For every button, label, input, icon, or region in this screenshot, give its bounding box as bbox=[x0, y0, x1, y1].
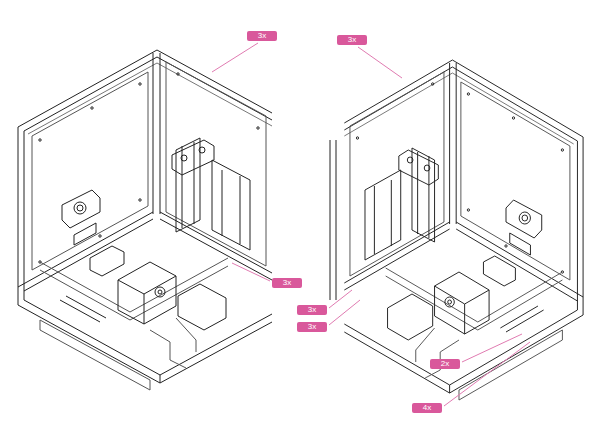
right-view bbox=[344, 60, 583, 400]
callout-tag: 3x bbox=[272, 278, 302, 288]
callout-tag: 3x bbox=[297, 305, 327, 315]
callout-tag: 4x bbox=[412, 403, 442, 413]
callout-number: 3x bbox=[308, 305, 316, 314]
callout-number: 3x bbox=[308, 322, 316, 331]
callout-tag: 3x bbox=[337, 35, 367, 45]
callout-tag: 3x bbox=[297, 322, 327, 332]
leader-lines bbox=[212, 43, 530, 406]
callout-number: 2x bbox=[441, 359, 449, 368]
left-view bbox=[18, 50, 272, 390]
callout-number: 4x bbox=[423, 403, 431, 412]
callout-tag: 3x bbox=[247, 31, 277, 41]
callout-number: 3x bbox=[283, 278, 291, 287]
callout-number: 3x bbox=[348, 35, 356, 44]
callout-tag: 2x bbox=[430, 359, 460, 369]
callout-number: 3x bbox=[258, 31, 266, 40]
